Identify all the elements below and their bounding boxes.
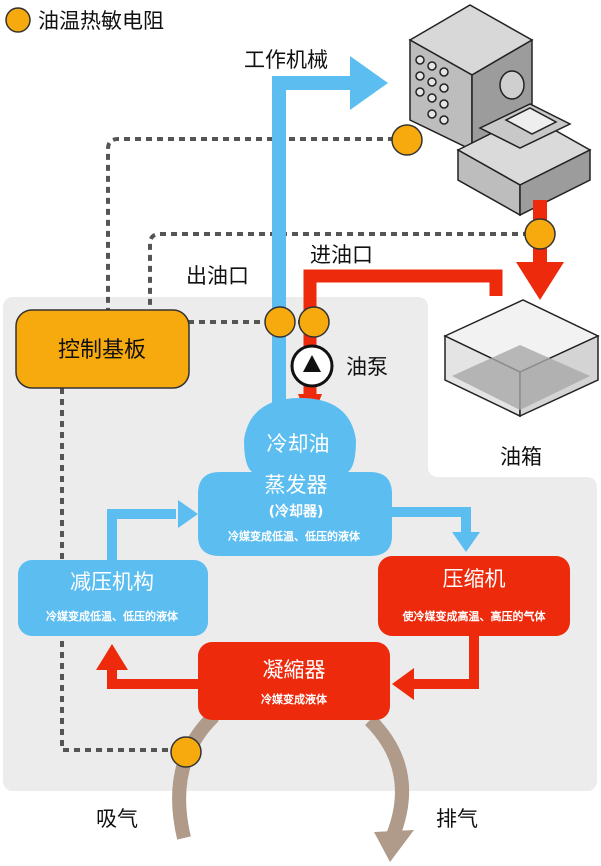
thermistor-air-icon bbox=[170, 736, 202, 768]
pump-label: 油泵 bbox=[346, 355, 388, 379]
evaporator-shape bbox=[198, 398, 392, 556]
legend-label: 油温热敏电阻 bbox=[38, 9, 164, 33]
cooling-oil-line bbox=[272, 90, 286, 410]
evaporator-subtitle: (冷却器) bbox=[269, 503, 324, 520]
cooling-oil-arrow bbox=[350, 56, 388, 110]
expansion-desc: 冷媒变成低温、低压的液体 bbox=[46, 609, 179, 623]
condenser-desc: 冷媒变成液体 bbox=[261, 692, 328, 706]
work-machine bbox=[408, 4, 592, 217]
oil-tank bbox=[443, 299, 600, 418]
evaporator-title: 蒸发器 bbox=[265, 473, 328, 497]
thermistor-machine-icon bbox=[391, 124, 423, 156]
compressor-desc: 使冷媒变成高温、高压的气体 bbox=[402, 609, 547, 623]
evaporator-desc: 冷媒变成低温、低压的液体 bbox=[228, 529, 361, 543]
condenser-title: 凝縮器 bbox=[263, 658, 326, 682]
thermistor-drain-icon bbox=[524, 218, 556, 250]
cooling-oil-line-top bbox=[272, 76, 352, 90]
thermistor-inlet-icon bbox=[298, 306, 330, 338]
machine-label: 工作机械 bbox=[244, 48, 328, 72]
intake-label: 吸气 bbox=[96, 807, 138, 831]
evaporator-top-label: 冷却油 bbox=[267, 432, 330, 456]
outlet-label: 出油口 bbox=[186, 264, 249, 288]
control-board-box bbox=[15, 309, 190, 389]
condenser-box bbox=[198, 642, 390, 720]
exhaust-arrow-head bbox=[374, 830, 414, 862]
sensor-wires bbox=[60, 137, 540, 752]
thermistors bbox=[170, 124, 556, 768]
pump-triangle bbox=[303, 355, 321, 372]
control-board-title: 控制基板 bbox=[58, 338, 146, 363]
exhaust-label: 排气 bbox=[436, 807, 478, 831]
air-flow bbox=[172, 710, 409, 841]
return-oil-line bbox=[303, 269, 503, 400]
inlet-label: 进油口 bbox=[310, 243, 373, 267]
machine-drain-arrow bbox=[516, 262, 564, 300]
thermistor-legend-icon bbox=[5, 7, 31, 33]
compressor-box bbox=[378, 556, 570, 636]
tank-label: 油箱 bbox=[500, 445, 542, 469]
expansion-title: 减压机构 bbox=[70, 570, 154, 594]
refrigerant-flow bbox=[96, 500, 480, 700]
expansion-box bbox=[18, 560, 208, 636]
compressor-title: 压缩机 bbox=[443, 567, 506, 591]
thermistor-outlet-icon bbox=[264, 306, 296, 338]
